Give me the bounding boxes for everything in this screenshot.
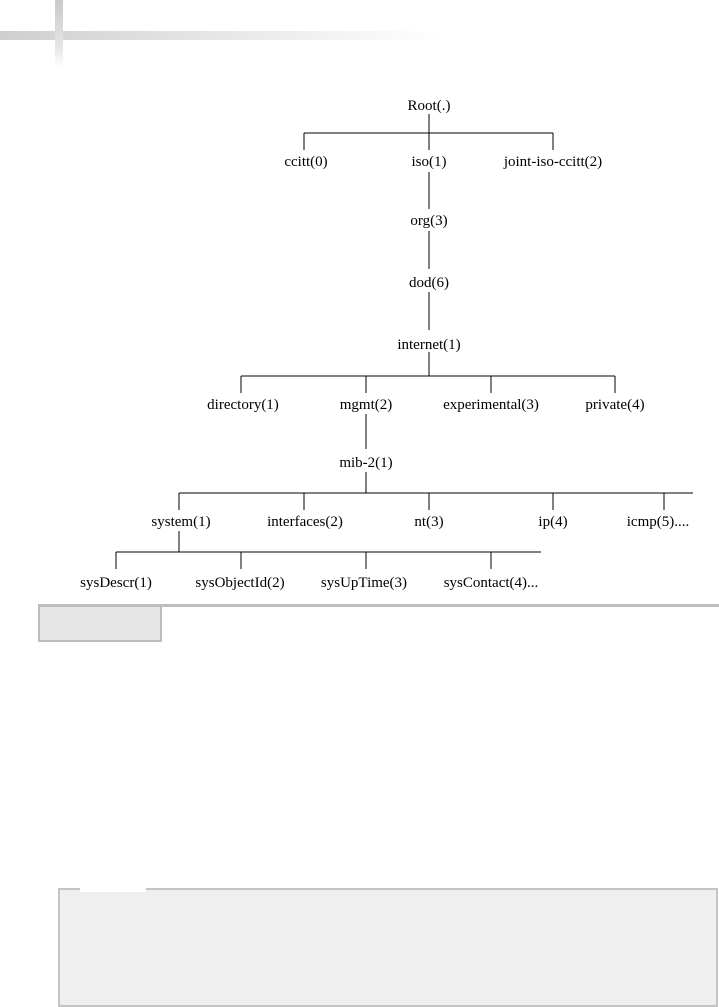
node-mib-2: mib-2(1) (339, 455, 392, 471)
node-sysdescr: sysDescr(1) (80, 575, 152, 591)
page-corner-horizontal-bar (0, 31, 440, 40)
note-box-notch (80, 886, 146, 892)
node-sysobjectid: sysObjectId(2) (195, 575, 284, 591)
node-sysuptime: sysUpTime(3) (321, 575, 407, 591)
node-internet: internet(1) (397, 337, 460, 353)
tree-labels: Root(.) ccitt(0) iso(1) joint-iso-ccitt(… (80, 98, 689, 591)
node-system: system(1) (151, 514, 210, 530)
node-iso: iso(1) (412, 154, 447, 170)
node-ip: ip(4) (538, 514, 567, 530)
node-interfaces: interfaces(2) (267, 514, 343, 530)
node-ccitt: ccitt(0) (284, 154, 327, 170)
node-org: org(3) (410, 213, 447, 229)
node-private: private(4) (585, 397, 644, 413)
note-box (58, 888, 718, 1007)
node-dod: dod(6) (409, 275, 449, 291)
figure-caption-rule (38, 604, 719, 607)
node-experimental: experimental(3) (443, 397, 539, 413)
node-nt: nt(3) (414, 514, 443, 530)
node-joint-iso-ccitt: joint-iso-ccitt(2) (503, 154, 602, 170)
node-root: Root(.) (408, 98, 451, 114)
page-corner-vertical-bar (55, 0, 63, 68)
node-directory: directory(1) (207, 397, 279, 413)
node-syscontact: sysContact(4)... (444, 575, 539, 591)
figure-caption-tab (38, 607, 162, 642)
node-icmp: icmp(5).... (627, 514, 689, 530)
node-mgmt: mgmt(2) (340, 397, 393, 413)
tree-connectors (115, 114, 693, 569)
